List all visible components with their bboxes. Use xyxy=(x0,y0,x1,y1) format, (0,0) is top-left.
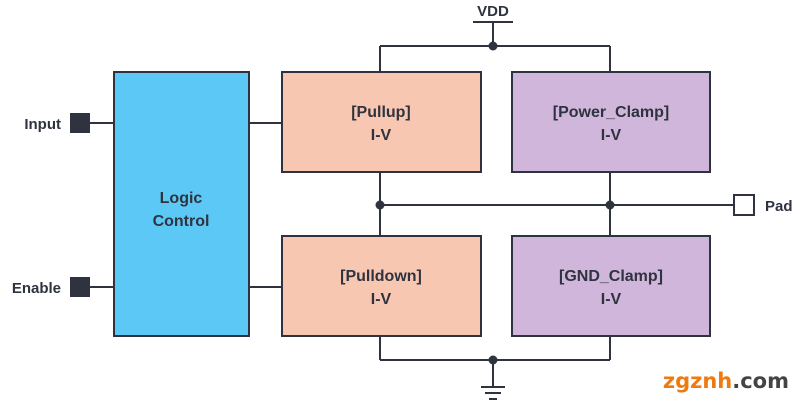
pullup-iv-label: I-V xyxy=(371,127,392,144)
gnd-clamp-label: [GND_Clamp] xyxy=(559,268,663,285)
input-port xyxy=(70,113,90,133)
junctions xyxy=(375,41,615,365)
junction-dot xyxy=(375,200,385,210)
enable-label: Enable xyxy=(12,280,61,297)
enable-port xyxy=(70,277,90,297)
power-clamp-block xyxy=(511,71,711,173)
junction-dot xyxy=(605,200,615,210)
logic-control-block xyxy=(113,71,250,337)
pulldown-label: [Pulldown] xyxy=(340,268,422,285)
watermark-part2: .com xyxy=(732,369,789,393)
power-clamp-label: [Power_Clamp] xyxy=(553,104,669,121)
power-clamp-iv-label: I-V xyxy=(601,127,622,144)
input-label: Input xyxy=(24,116,61,133)
pad-label: Pad xyxy=(765,198,793,215)
logic-label-line1: Logic xyxy=(160,190,203,207)
ground-icon xyxy=(481,386,505,400)
pulldown-block xyxy=(281,235,482,337)
junction-dot xyxy=(488,355,498,365)
gnd-clamp-iv-label: I-V xyxy=(601,291,622,308)
pullup-label: [Pullup] xyxy=(351,104,411,121)
gnd-clamp-block xyxy=(511,235,711,337)
watermark-part1: zgznh xyxy=(663,369,732,393)
logic-label-line2: Control xyxy=(153,213,210,230)
pullup-block xyxy=(281,71,482,173)
watermark: zgznh.com xyxy=(663,369,789,393)
pulldown-iv-label: I-V xyxy=(371,291,392,308)
vdd-label: VDD xyxy=(477,3,509,20)
pad-port xyxy=(733,194,755,216)
junction-dot xyxy=(488,41,498,51)
